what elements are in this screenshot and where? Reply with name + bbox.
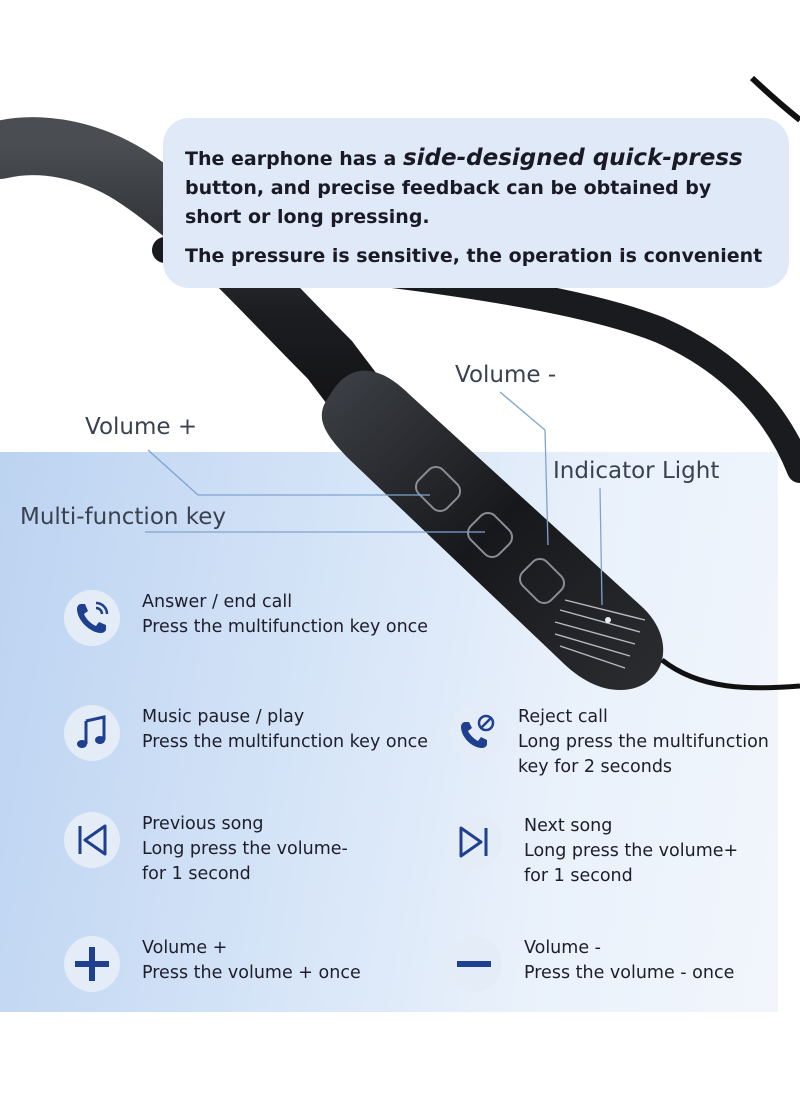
feature-desc: Long press the volume+ bbox=[524, 841, 739, 861]
next-track-icon bbox=[446, 814, 502, 870]
callout-indicator-light: Indicator Light bbox=[553, 458, 720, 484]
previous-track-icon bbox=[64, 812, 120, 868]
feature-desc: key for 2 seconds bbox=[518, 757, 673, 777]
feature-title: Next song bbox=[524, 816, 613, 836]
intro-bubble: The earphone has a side-designed quick-p… bbox=[163, 118, 789, 288]
music-note-icon bbox=[64, 705, 120, 761]
feature-title: Music pause / play bbox=[142, 707, 305, 727]
feature-title: Answer / end call bbox=[142, 592, 293, 612]
intro-text-line2: The pressure is sensitive, the operation… bbox=[185, 245, 763, 267]
intro-text-line1: The earphone has a side-designed quick-p… bbox=[185, 145, 743, 228]
callout-volume-plus: Volume + bbox=[85, 414, 198, 440]
feature-desc: Long press the volume- bbox=[142, 839, 348, 859]
feature-title: Volume + bbox=[142, 938, 228, 958]
callout-volume-minus: Volume - bbox=[455, 362, 557, 388]
minus-icon bbox=[446, 936, 502, 992]
feature-next-song: Next song Long press the volume+ for 1 s… bbox=[446, 814, 738, 889]
feature-title: Previous song bbox=[142, 814, 264, 834]
feature-desc: Press the volume - once bbox=[524, 963, 735, 983]
feature-previous-song: Previous song Long press the volume- for… bbox=[64, 812, 348, 887]
feature-title: Reject call bbox=[518, 707, 608, 727]
feature-desc: Long press the multifunction bbox=[518, 732, 769, 752]
feature-desc: for 1 second bbox=[142, 864, 251, 884]
feature-desc: Press the volume + once bbox=[142, 963, 361, 983]
feature-reject-call: Reject call Long press the multifunction… bbox=[450, 705, 769, 780]
feature-title: Volume - bbox=[524, 938, 601, 958]
feature-desc: for 1 second bbox=[524, 866, 633, 886]
feature-desc: Press the multifunction key once bbox=[142, 617, 429, 637]
phone-call-icon bbox=[64, 590, 120, 646]
feature-music-pause-play: Music pause / play Press the multifuncti… bbox=[64, 705, 428, 761]
feature-answer-call: Answer / end call Press the multifunctio… bbox=[64, 590, 428, 646]
feature-volume-down: Volume - Press the volume - once bbox=[446, 936, 734, 992]
reject-call-icon bbox=[450, 705, 504, 759]
plus-icon bbox=[64, 936, 120, 992]
feature-desc: Press the multifunction key once bbox=[142, 732, 429, 752]
feature-volume-up: Volume + Press the volume + once bbox=[64, 936, 361, 992]
intro-emphasis: side-designed quick-press bbox=[402, 145, 743, 171]
callout-multi-function-key: Multi-function key bbox=[20, 504, 227, 530]
